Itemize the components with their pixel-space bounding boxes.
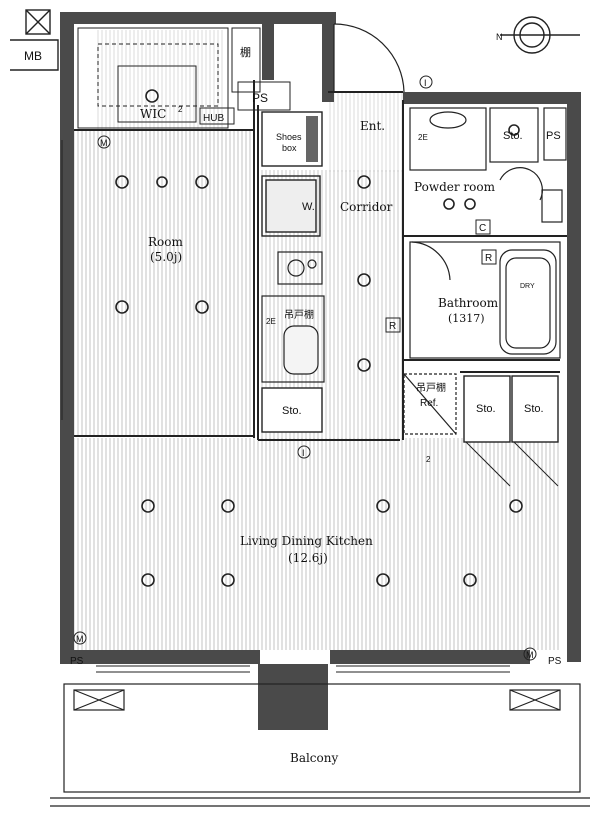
circuit-2-b: 2 (426, 455, 431, 464)
marker-m-2: M (76, 634, 84, 644)
mb-box (10, 9, 59, 71)
washer-label: W. (302, 201, 315, 213)
interior-walls (74, 80, 567, 441)
corridor-label: Corridor (340, 200, 393, 214)
ldk-size-label: (12.6j) (288, 551, 328, 565)
ent-label: Ent. (360, 119, 385, 133)
wic-label: WIC (140, 107, 166, 121)
stove (277, 251, 323, 285)
marker-r-1: R (389, 321, 396, 332)
circuit-2-a: 2 (178, 105, 183, 114)
sto-hall-1-label: Sto. (476, 403, 496, 415)
hall-storage-doors[interactable] (465, 441, 559, 487)
shoes-box-label-2: box (282, 143, 297, 153)
shoes-box-shading (306, 116, 318, 162)
hanging-shelf-ref-label: 吊戸棚 (416, 381, 446, 394)
kitchen-counter (261, 295, 325, 383)
powder-room-label: Powder room (414, 180, 496, 194)
dry-label: DRY (520, 283, 535, 290)
mb-label: MB (24, 49, 42, 63)
compass (500, 16, 580, 54)
bathroom-label: Bathroom (438, 296, 499, 310)
shoes-box-label-1: Shoes (276, 132, 302, 142)
ps-bottom-right-label: PS (548, 656, 562, 667)
sto-hall-2-label: Sto. (524, 403, 544, 415)
kitchen-storage (261, 387, 323, 433)
windows (61, 140, 510, 673)
marker-r-2: R (485, 253, 492, 264)
shelf-top-label: 棚 (240, 45, 251, 59)
fridge-area (403, 373, 457, 435)
bathroom-size-label: (1317) (448, 312, 485, 325)
washer-area (261, 175, 321, 237)
room-label: Room (148, 235, 183, 249)
hanging-shelf-kitchen-label: 吊戸棚 (284, 308, 314, 321)
balcony-label: Balcony (290, 751, 338, 765)
lights (115, 89, 523, 587)
marker-m-1: M (100, 138, 108, 148)
circuit-2e-a: 2E (266, 317, 276, 326)
bathroom-area (409, 241, 561, 359)
ps-bottom-left-label: PS (70, 656, 84, 667)
compass-north-label: N (496, 32, 503, 42)
wic-area (77, 27, 291, 129)
room-size-label: (5.0j) (150, 250, 182, 264)
ps-top-label: PS (252, 91, 268, 105)
balcony (50, 683, 590, 807)
circuit-2e-b: 2E (418, 133, 428, 142)
entrance-door[interactable] (333, 23, 405, 93)
marker-i-2: I (302, 448, 305, 458)
powder-room-fixtures (409, 107, 567, 223)
marker-i-1: I (424, 78, 427, 88)
ps-right-label: PS (546, 130, 561, 142)
hall-storage (463, 375, 559, 443)
ldk-label: Living Dining Kitchen (240, 534, 373, 548)
exterior-walls (60, 12, 581, 730)
marker-m-3: M (526, 650, 534, 660)
marker-c: C (479, 223, 486, 234)
markers: M M M R R C I I 2 2E 2E 2 (73, 75, 537, 661)
sto-kitchen-label: Sto. (282, 405, 302, 417)
ref-label: Ref. (420, 398, 438, 409)
hub-label: HUB (203, 113, 224, 124)
sto-powder-label: Sto. (503, 130, 523, 142)
flooring (74, 30, 560, 650)
